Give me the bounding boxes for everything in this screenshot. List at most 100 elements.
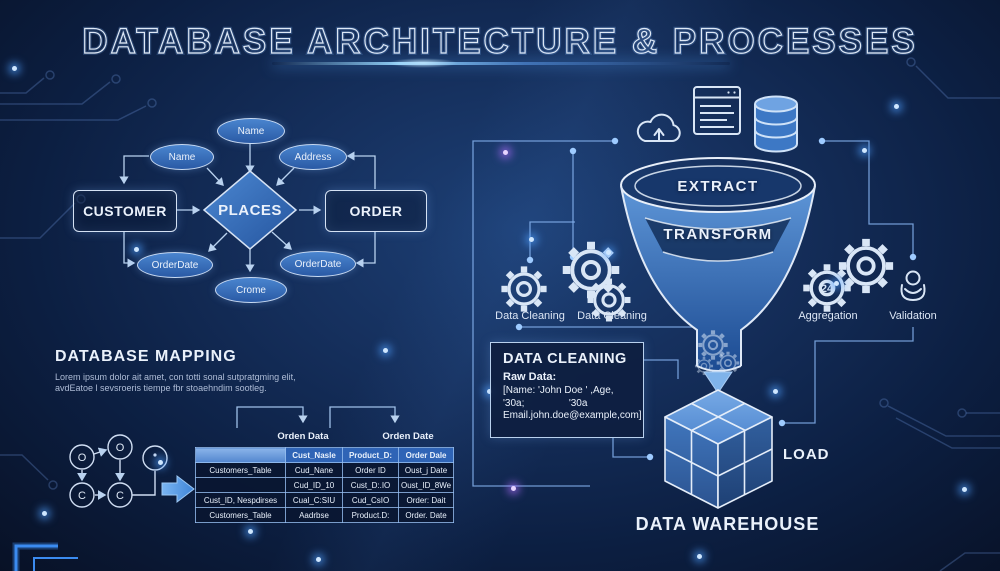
page-title: DATABASE ARCHITECTURE & PROCESSES DATABA… (81, 20, 917, 63)
svg-text:DATABASE ARCHITECTURE & PROCES: DATABASE ARCHITECTURE & PROCESSES (82, 22, 917, 61)
mapping-table: Cust_Nasle Product_D: Order Dale Custome… (195, 447, 455, 523)
validation-icon (900, 270, 926, 302)
process-label-validation: Validation (889, 310, 937, 322)
node-graph-labels: O O C C (78, 442, 125, 502)
cleaning-box-line: Email.john.doe@example,com] (503, 410, 642, 421)
funnel-stage-transform: TRANSFORM (663, 226, 773, 243)
entity-customer-label: CUSTOMER (83, 203, 167, 219)
gear-icon (563, 242, 620, 299)
glow-dot (773, 389, 778, 394)
glow-dot (248, 529, 253, 534)
funnel-output-arrow-icon (703, 371, 733, 394)
glow-dot (962, 487, 967, 492)
svg-text:C: C (116, 490, 124, 502)
process-label-aggregation: Aggregation (798, 310, 858, 322)
etl-connectors (472, 140, 914, 487)
table-cell: Oust_j Date (397, 462, 455, 478)
process-label-data-cleaning-1: Data Cleaning (495, 310, 565, 322)
table-cell: Aadrbse (285, 507, 343, 523)
cleaning-box-subtitle: Raw Data: (503, 371, 557, 383)
table-row: Cust_ID, Nespdirses Cual_C:SIU Cud_CsIO … (195, 492, 455, 508)
relationship-text: PLACES (218, 201, 282, 219)
connector-endpoint-dots (515, 137, 917, 461)
table-cell: Order: Dait (397, 492, 455, 508)
mapping-heading: DATABASE MAPPING (55, 348, 237, 365)
relationship-label: PLACES (205, 196, 295, 224)
mapping-description-line: avdEatoe l sevsroeris tiempe fbr stoaehn… (55, 382, 267, 393)
purple-glint (503, 150, 508, 155)
header-cell: Product_D: (342, 447, 399, 463)
glow-dot (894, 104, 899, 109)
cleaning-box-line: [Name: 'John Doe ' ,Age, (503, 385, 614, 396)
svg-text:DATABASE ARCHITECTURE & PROCES: DATABASE ARCHITECTURE & PROCESSES (82, 22, 917, 61)
table-cell: Oust_ID_8We (397, 477, 455, 493)
glow-dot (316, 557, 321, 562)
table-row: Customers_Table Aadrbse Product.D: Order… (195, 507, 455, 523)
bracket-label-left: Orden Data (277, 431, 329, 442)
table-cell: Product.D: (342, 507, 399, 523)
table-cell: Order. Date (397, 507, 455, 523)
entity-order: ORDER (325, 190, 427, 232)
table-cell: Order ID (342, 462, 399, 478)
table-cell: Cud_ID_10 (285, 477, 343, 493)
attribute-name-top: Name (217, 118, 285, 144)
glow-dot (12, 66, 17, 71)
mapping-description: Lorem ipsum dolor ait amet, con totti so… (55, 372, 296, 393)
etl-funnel (620, 157, 816, 394)
data-warehouse-cube (664, 389, 773, 509)
table-cell: Cual_C:SIU (285, 492, 343, 508)
attribute-orderdate-right: OrderDate (280, 251, 356, 277)
header-cell: Order Dale (397, 447, 455, 463)
er-connectors (119, 143, 376, 273)
table-cell: Cud_CsIO (342, 492, 399, 508)
load-label: LOAD (783, 446, 830, 463)
svg-text:C: C (78, 490, 86, 502)
warehouse-label: DATA WAREHOUSE (635, 514, 820, 534)
data-cleaning-box: DATA CLEANING Raw Data: [Name: 'John Doe… (490, 342, 644, 438)
gear-icon (501, 266, 546, 311)
cleaning-box-line: '30a; '30a (503, 397, 588, 409)
glow-dot (862, 148, 867, 153)
table-row: Customers_Table Cud_Nane Order ID Oust_j… (195, 462, 455, 478)
big-arrow-icon (161, 474, 195, 504)
table-row: Cud_ID_10 Cust_D:.IO Oust_ID_8We (195, 477, 455, 493)
header-cell (195, 447, 286, 463)
node-graph (69, 434, 168, 508)
header-cell: Cust_Nasle (285, 447, 343, 463)
title-underline-flare (272, 62, 730, 65)
lens-flare (388, 58, 458, 68)
glow-dot (834, 281, 839, 286)
table-cell (195, 477, 286, 493)
glow-dot (134, 247, 139, 252)
bracket-label-right: Orden Date (382, 431, 434, 442)
table-cell: Customers_Table (195, 507, 286, 523)
mapping-description-line: Lorem ipsum dolor ait amet, con totti so… (55, 372, 296, 382)
process-label-data-cleaning-2: Data Cleaning (577, 310, 647, 322)
table-cell: Cud_Nane (285, 462, 343, 478)
gear-icon (839, 239, 893, 293)
glow-dot (487, 389, 492, 394)
table-header-row: Cust_Nasle Product_D: Order Dale (195, 447, 455, 463)
purple-glint (511, 486, 516, 491)
entity-order-label: ORDER (349, 203, 403, 219)
aggregation-badge: 24 (821, 283, 834, 295)
relationship-diamond (202, 170, 298, 250)
glow-dot (42, 511, 47, 516)
cloud-upload-icon (636, 113, 681, 142)
svg-text:O: O (78, 452, 87, 464)
mapping-brackets (236, 406, 400, 428)
cleaning-box-title: DATA CLEANING (503, 351, 627, 367)
attribute-crome: Crome (215, 277, 287, 303)
glow-dot (383, 348, 388, 353)
glow-dot (697, 554, 702, 559)
table-cell: Customers_Table (195, 462, 286, 478)
table-cell: Cust_ID, Nespdirses (195, 492, 286, 508)
attribute-orderdate-left: OrderDate (137, 252, 213, 278)
funnel-stage-extract: EXTRACT (677, 178, 759, 195)
database-icon (754, 95, 798, 153)
attribute-name-left: Name (150, 144, 214, 170)
document-icon (693, 86, 741, 135)
